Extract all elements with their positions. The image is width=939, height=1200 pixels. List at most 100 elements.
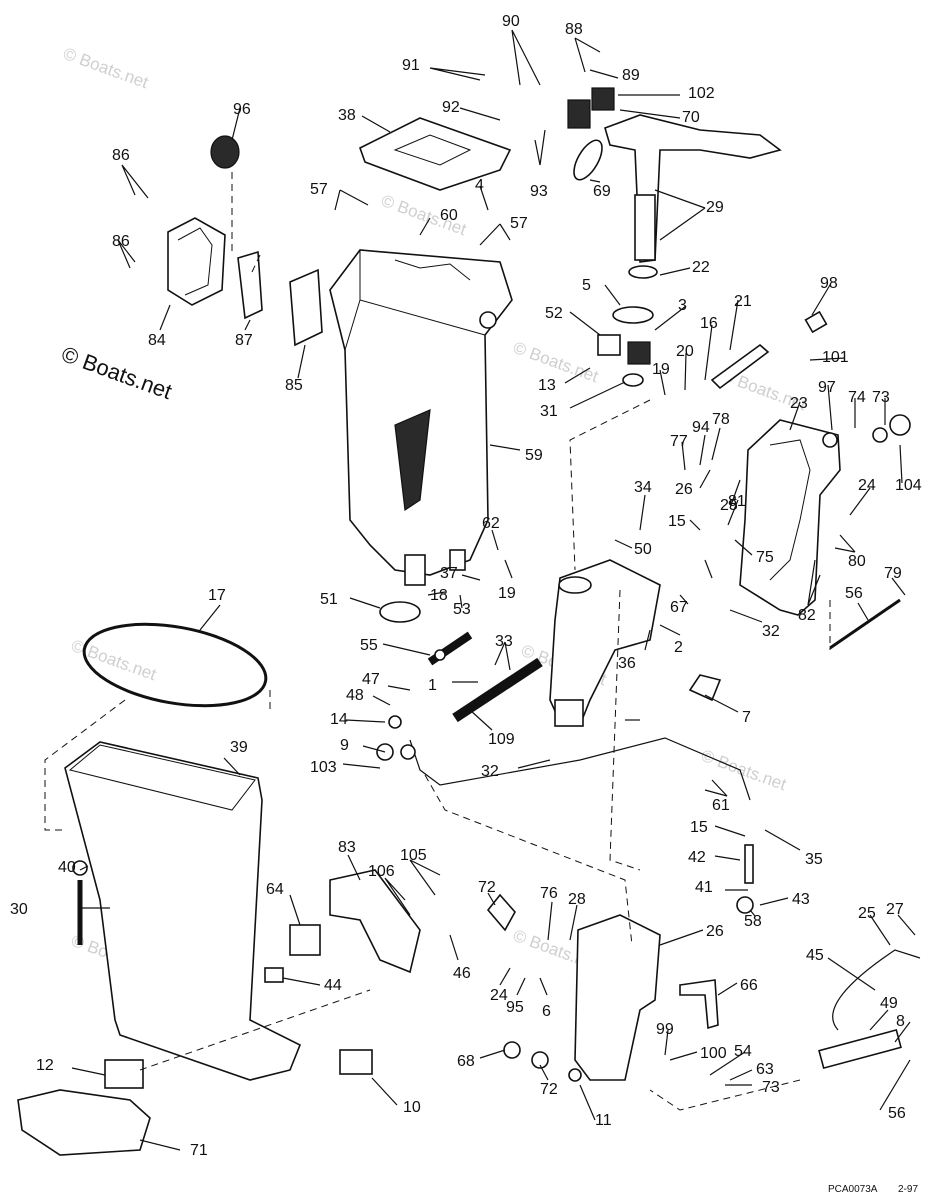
callout-number: 79 <box>884 565 902 582</box>
callout-number: 30 <box>10 901 28 918</box>
callout-number: 36 <box>618 655 636 672</box>
watermark: © Boats.net <box>511 338 601 386</box>
callout-number: 13 <box>538 377 556 394</box>
callout-number: 72 <box>540 1081 558 1098</box>
callout-number: 57 <box>310 181 328 198</box>
callout-number: 32 <box>762 623 780 640</box>
gasket-85 <box>289 268 323 347</box>
callout-number: 8 <box>896 1013 905 1030</box>
callout-number: 44 <box>324 977 342 994</box>
callout-number: 83 <box>338 839 356 856</box>
callout-number: 66 <box>740 977 758 994</box>
callout-number: 32 <box>481 763 499 780</box>
grommet-96 <box>210 135 240 169</box>
callout-number: 52 <box>545 305 563 322</box>
callout-number: 73 <box>762 1079 780 1096</box>
stern-bracket-23 <box>739 419 841 616</box>
callout-number: 91 <box>402 57 420 74</box>
assembly-lines <box>44 172 831 1111</box>
callout-number: 3 <box>678 297 687 314</box>
watermark: © Boats.net <box>61 44 151 92</box>
callout-number: 50 <box>634 541 652 558</box>
callout-number: 55 <box>360 637 378 654</box>
callout-number: 14 <box>330 711 348 728</box>
callout-number: 20 <box>676 343 694 360</box>
callout-number: 33 <box>495 633 513 650</box>
callout-number: 101 <box>822 349 849 366</box>
callout-number: 41 <box>695 879 713 896</box>
callout-number: 17 <box>208 587 226 604</box>
callout-number: 24 <box>490 987 508 1004</box>
callout-number: 27 <box>886 901 904 918</box>
callout-number: 25 <box>858 905 876 922</box>
callout-number: 77 <box>670 433 688 450</box>
watermark-main: © Boats.net <box>58 341 175 404</box>
plate-38 <box>359 117 512 191</box>
callout-number: 58 <box>744 913 762 930</box>
callout-number: 57 <box>510 215 528 232</box>
callout-number: 109 <box>488 731 515 748</box>
callout-number: 42 <box>688 849 706 866</box>
swivel-bracket-1 <box>549 559 661 727</box>
callout-number: 11 <box>595 1112 612 1129</box>
callout-number: 19 <box>498 585 516 602</box>
callout-number: 48 <box>346 687 364 704</box>
callout-number: 26 <box>675 481 693 498</box>
callout-number: 19 <box>652 361 670 378</box>
callout-number: 40 <box>58 859 76 876</box>
callout-number: 60 <box>440 207 458 224</box>
callout-number: 22 <box>692 259 710 276</box>
callout-number: 12 <box>36 1057 54 1074</box>
drawing-date: 2-97 <box>898 1184 918 1195</box>
callout-number: 24 <box>858 477 876 494</box>
callout-number: 16 <box>700 315 718 332</box>
callout-number: 29 <box>706 199 724 216</box>
stern-bracket-27 <box>574 914 661 1081</box>
callout-number: 18 <box>430 587 448 604</box>
callout-number: 65 <box>0 0 18 4</box>
callout-number: 53 <box>453 601 471 618</box>
callout-number: 39 <box>230 739 248 756</box>
callout-number: 6 <box>542 1003 551 1020</box>
callout-number: 35 <box>805 851 823 868</box>
callout-number: 96 <box>233 101 251 118</box>
callout-number: 72 <box>478 879 496 896</box>
callout-number: 59 <box>525 447 543 464</box>
callout-number: 47 <box>362 671 380 688</box>
callout-number: 73 <box>872 389 890 406</box>
steering-arm-29 <box>567 87 782 263</box>
watermark: © Boats.net <box>69 636 159 684</box>
callout-number: 23 <box>790 395 808 412</box>
callout-number: 31 <box>540 403 558 420</box>
callout-number: 63 <box>756 1061 774 1078</box>
callout-number: 86 <box>112 147 130 164</box>
callout-number: 97 <box>818 379 836 396</box>
callout-number: 100 <box>700 1045 727 1062</box>
callout-number: 103 <box>310 759 337 776</box>
callout-number: 78 <box>712 411 730 428</box>
callout-number: 92 <box>442 99 460 116</box>
callout-number: 74 <box>848 389 866 406</box>
callout-number: 9 <box>340 737 349 754</box>
callout-number: 105 <box>400 847 427 864</box>
parts-layer <box>17 87 921 1156</box>
shaft-21 <box>710 343 770 390</box>
callout-number: 43 <box>792 891 810 908</box>
callout-number: 68 <box>457 1053 475 1070</box>
callout-number: 38 <box>338 107 356 124</box>
callout-number: 21 <box>734 293 752 310</box>
callout-number: 75 <box>756 549 774 566</box>
callout-number: 81 <box>728 493 746 510</box>
callout-number: 5 <box>582 277 591 294</box>
callout-number: 7 <box>742 709 751 726</box>
callout-number: 15 <box>690 819 708 836</box>
callout-number: 107 <box>0 0 27 4</box>
callout-number: 62 <box>482 515 500 532</box>
callout-number: 82 <box>798 607 816 624</box>
callout-number: 49 <box>880 995 898 1012</box>
callout-number: 56 <box>888 1105 906 1122</box>
plate-87 <box>237 250 263 320</box>
callout-number: 15 <box>668 513 686 530</box>
